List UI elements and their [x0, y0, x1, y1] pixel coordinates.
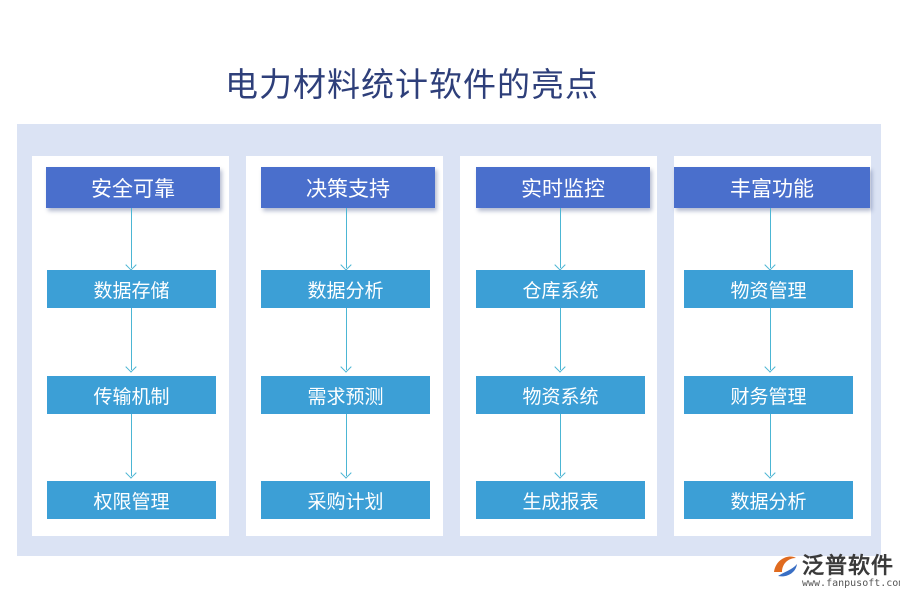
- arrow: [131, 308, 132, 370]
- arrow: [770, 414, 771, 476]
- page-title: 电力材料统计软件的亮点: [225, 65, 599, 104]
- column-4-item-2: 财务管理: [684, 376, 853, 414]
- column-2: [246, 156, 443, 536]
- column-4-header: 丰富功能: [674, 167, 870, 208]
- column-1-item-2: 传输机制: [47, 376, 216, 414]
- column-1-item-3: 权限管理: [47, 481, 216, 519]
- column-2-item-1: 数据分析: [261, 270, 430, 308]
- column-3-header: 实时监控: [476, 167, 650, 208]
- fanpu-logo-icon: [774, 556, 797, 577]
- column-2-header: 决策支持: [261, 167, 435, 208]
- column-1-item-1: 数据存储: [47, 270, 216, 308]
- column-3-item-2: 物资系统: [476, 376, 645, 414]
- arrow: [560, 208, 561, 268]
- arrow: [770, 208, 771, 268]
- arrow: [131, 414, 132, 476]
- column-3: [460, 156, 657, 536]
- column-2-item-2: 需求预测: [261, 376, 430, 414]
- arrow: [131, 208, 132, 268]
- column-4: [674, 156, 871, 536]
- column-3-item-3: 生成报表: [476, 481, 645, 519]
- logo-name: 泛普软件: [802, 554, 895, 579]
- arrow: [770, 308, 771, 370]
- arrow: [560, 414, 561, 476]
- arrow: [560, 308, 561, 370]
- brand-logo: 泛普软件 www.fanpusoft.com: [770, 548, 900, 596]
- arrow: [346, 208, 347, 268]
- column-4-item-1: 物资管理: [684, 270, 853, 308]
- column-2-item-3: 采购计划: [261, 481, 430, 519]
- arrow: [346, 414, 347, 476]
- column-1-header: 安全可靠: [46, 167, 220, 208]
- logo-url: www.fanpusoft.com: [802, 578, 900, 589]
- arrow: [346, 308, 347, 370]
- column-4-item-3: 数据分析: [684, 481, 853, 519]
- column-3-item-1: 仓库系统: [476, 270, 645, 308]
